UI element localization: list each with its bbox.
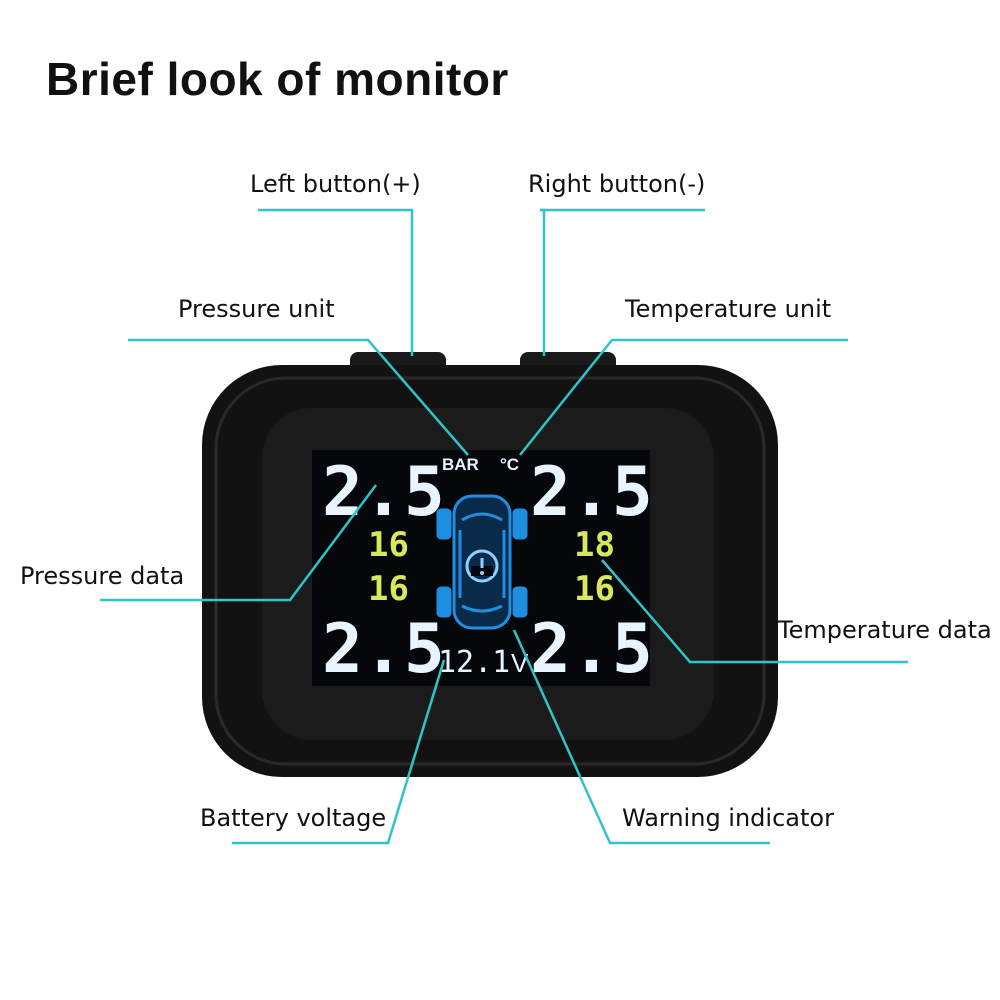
pressure-unit-text: BAR	[442, 455, 479, 474]
temp-front-right: 18	[574, 525, 615, 565]
lcd-contents: 2.5 2.5 2.5 2.5 BAR °C 16 16 18 16 12.1	[322, 453, 653, 689]
pressure-rear-left: 2.5	[322, 610, 445, 689]
temp-front-left: 16	[368, 525, 409, 565]
label-left-button: Left button(+)	[250, 170, 421, 198]
leader-lines	[100, 208, 908, 845]
label-battery-voltage: Battery voltage	[200, 804, 387, 832]
label-pressure-data: Pressure data	[20, 562, 185, 590]
label-pressure-unit: Pressure unit	[178, 295, 335, 323]
label-warning-indicator: Warning indicator	[622, 804, 834, 832]
page-title: Brief look of monitor	[46, 53, 509, 105]
pressure-front-left: 2.5	[322, 453, 445, 532]
pressure-front-right: 2.5	[530, 453, 653, 532]
pressure-rear-right: 2.5	[530, 610, 653, 689]
label-right-button: Right button(-)	[528, 170, 706, 198]
car-icon	[436, 494, 528, 630]
label-temperature-unit: Temperature unit	[625, 295, 832, 323]
label-temperature-data: Temperature data	[778, 616, 992, 644]
tire-warning-icon	[465, 549, 499, 583]
temp-rear-left: 16	[368, 569, 409, 609]
temperature-unit-text: °C	[500, 455, 519, 474]
voltage-value: 12.1	[438, 645, 510, 680]
temp-rear-right: 16	[574, 569, 615, 609]
voltage-unit: V	[511, 648, 529, 678]
